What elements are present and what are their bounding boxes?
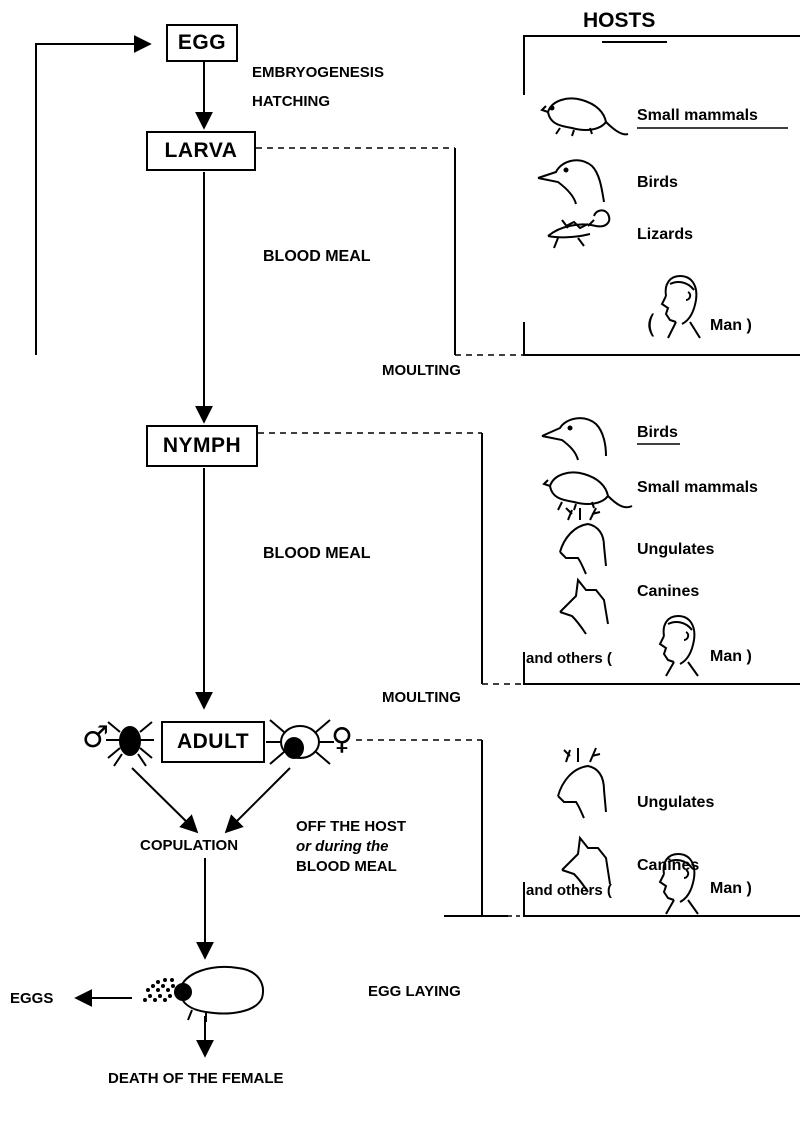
nymph-host-small-mammals: Small mammals <box>637 479 758 497</box>
female-tick-icon <box>266 720 334 764</box>
larva-hosts-panel <box>524 36 800 95</box>
larva-host-man: Man ) <box>710 317 752 335</box>
larva-host-birds: Birds <box>637 174 678 192</box>
egg-laying-female-icon <box>175 967 263 1022</box>
copulation-label: COPULATION <box>140 837 238 854</box>
nymph-host-birds: Birds <box>637 424 678 442</box>
stage-nymph: NYMPH <box>146 425 258 467</box>
eggs-label: EGGS <box>10 990 53 1007</box>
copulation-note-line-1: OFF THE HOST <box>296 818 406 835</box>
embryogenesis-label: EMBRYOGENESIS <box>252 64 384 81</box>
stage-adult: ADULT <box>161 721 265 763</box>
male-tick-icon <box>106 722 154 766</box>
larva-blood-meal-label: BLOOD MEAL <box>263 248 371 266</box>
bird-icon <box>538 160 604 204</box>
small-mammal-icon <box>542 99 628 137</box>
egg-mass-icon <box>143 978 175 1002</box>
larva-hosts-panel-bottom <box>524 322 800 355</box>
nymph-host-ungulates: Ungulates <box>637 541 714 559</box>
death-label: DEATH OF THE FEMALE <box>108 1070 284 1087</box>
bird-icon-nymph <box>542 418 606 460</box>
small-mammal-icon-nymph <box>544 473 632 511</box>
larva-host-small-mammals: Small mammals <box>637 107 758 125</box>
nymph-host-and-others: and others ( <box>526 650 612 667</box>
arrow-male-to-copulation <box>132 768 197 832</box>
man-icon-nymph <box>660 616 698 676</box>
ungulate-icon-adult <box>558 748 606 818</box>
nymph-blood-meal-label: BLOOD MEAL <box>263 545 371 563</box>
larva-host-man-open-paren: ( <box>646 310 656 340</box>
moulting-1-label: MOULTING <box>382 362 461 379</box>
copulation-note-line-2: or during the <box>296 838 389 855</box>
return-loop-line <box>36 44 150 355</box>
copulation-note-line-3: BLOOD MEAL <box>296 858 397 875</box>
female-symbol: ♀ <box>331 722 353 757</box>
man-icon <box>662 276 700 338</box>
stage-larva: LARVA <box>146 131 256 171</box>
egg-laying-label: EGG LAYING <box>368 983 461 1000</box>
nymph-host-canines: Canines <box>637 583 699 601</box>
hatching-label: HATCHING <box>252 93 330 110</box>
canine-icon-nymph <box>560 580 608 634</box>
adult-host-man: Man ) <box>710 880 752 898</box>
moulting-2-label: MOULTING <box>382 689 461 706</box>
lizard-icon <box>548 210 609 248</box>
hosts-title: HOSTS <box>583 9 655 33</box>
adult-host-canines: Canines <box>637 857 699 875</box>
stage-egg: EGG <box>166 24 238 62</box>
adult-host-and-others: and others ( <box>526 882 612 899</box>
nymph-host-man: Man ) <box>710 648 752 666</box>
male-symbol: ♂ <box>82 720 109 755</box>
adult-host-ungulates: Ungulates <box>637 794 714 812</box>
ungulate-icon-nymph <box>560 508 606 574</box>
arrow-female-to-copulation <box>226 768 290 832</box>
larva-host-lizards: Lizards <box>637 226 693 244</box>
